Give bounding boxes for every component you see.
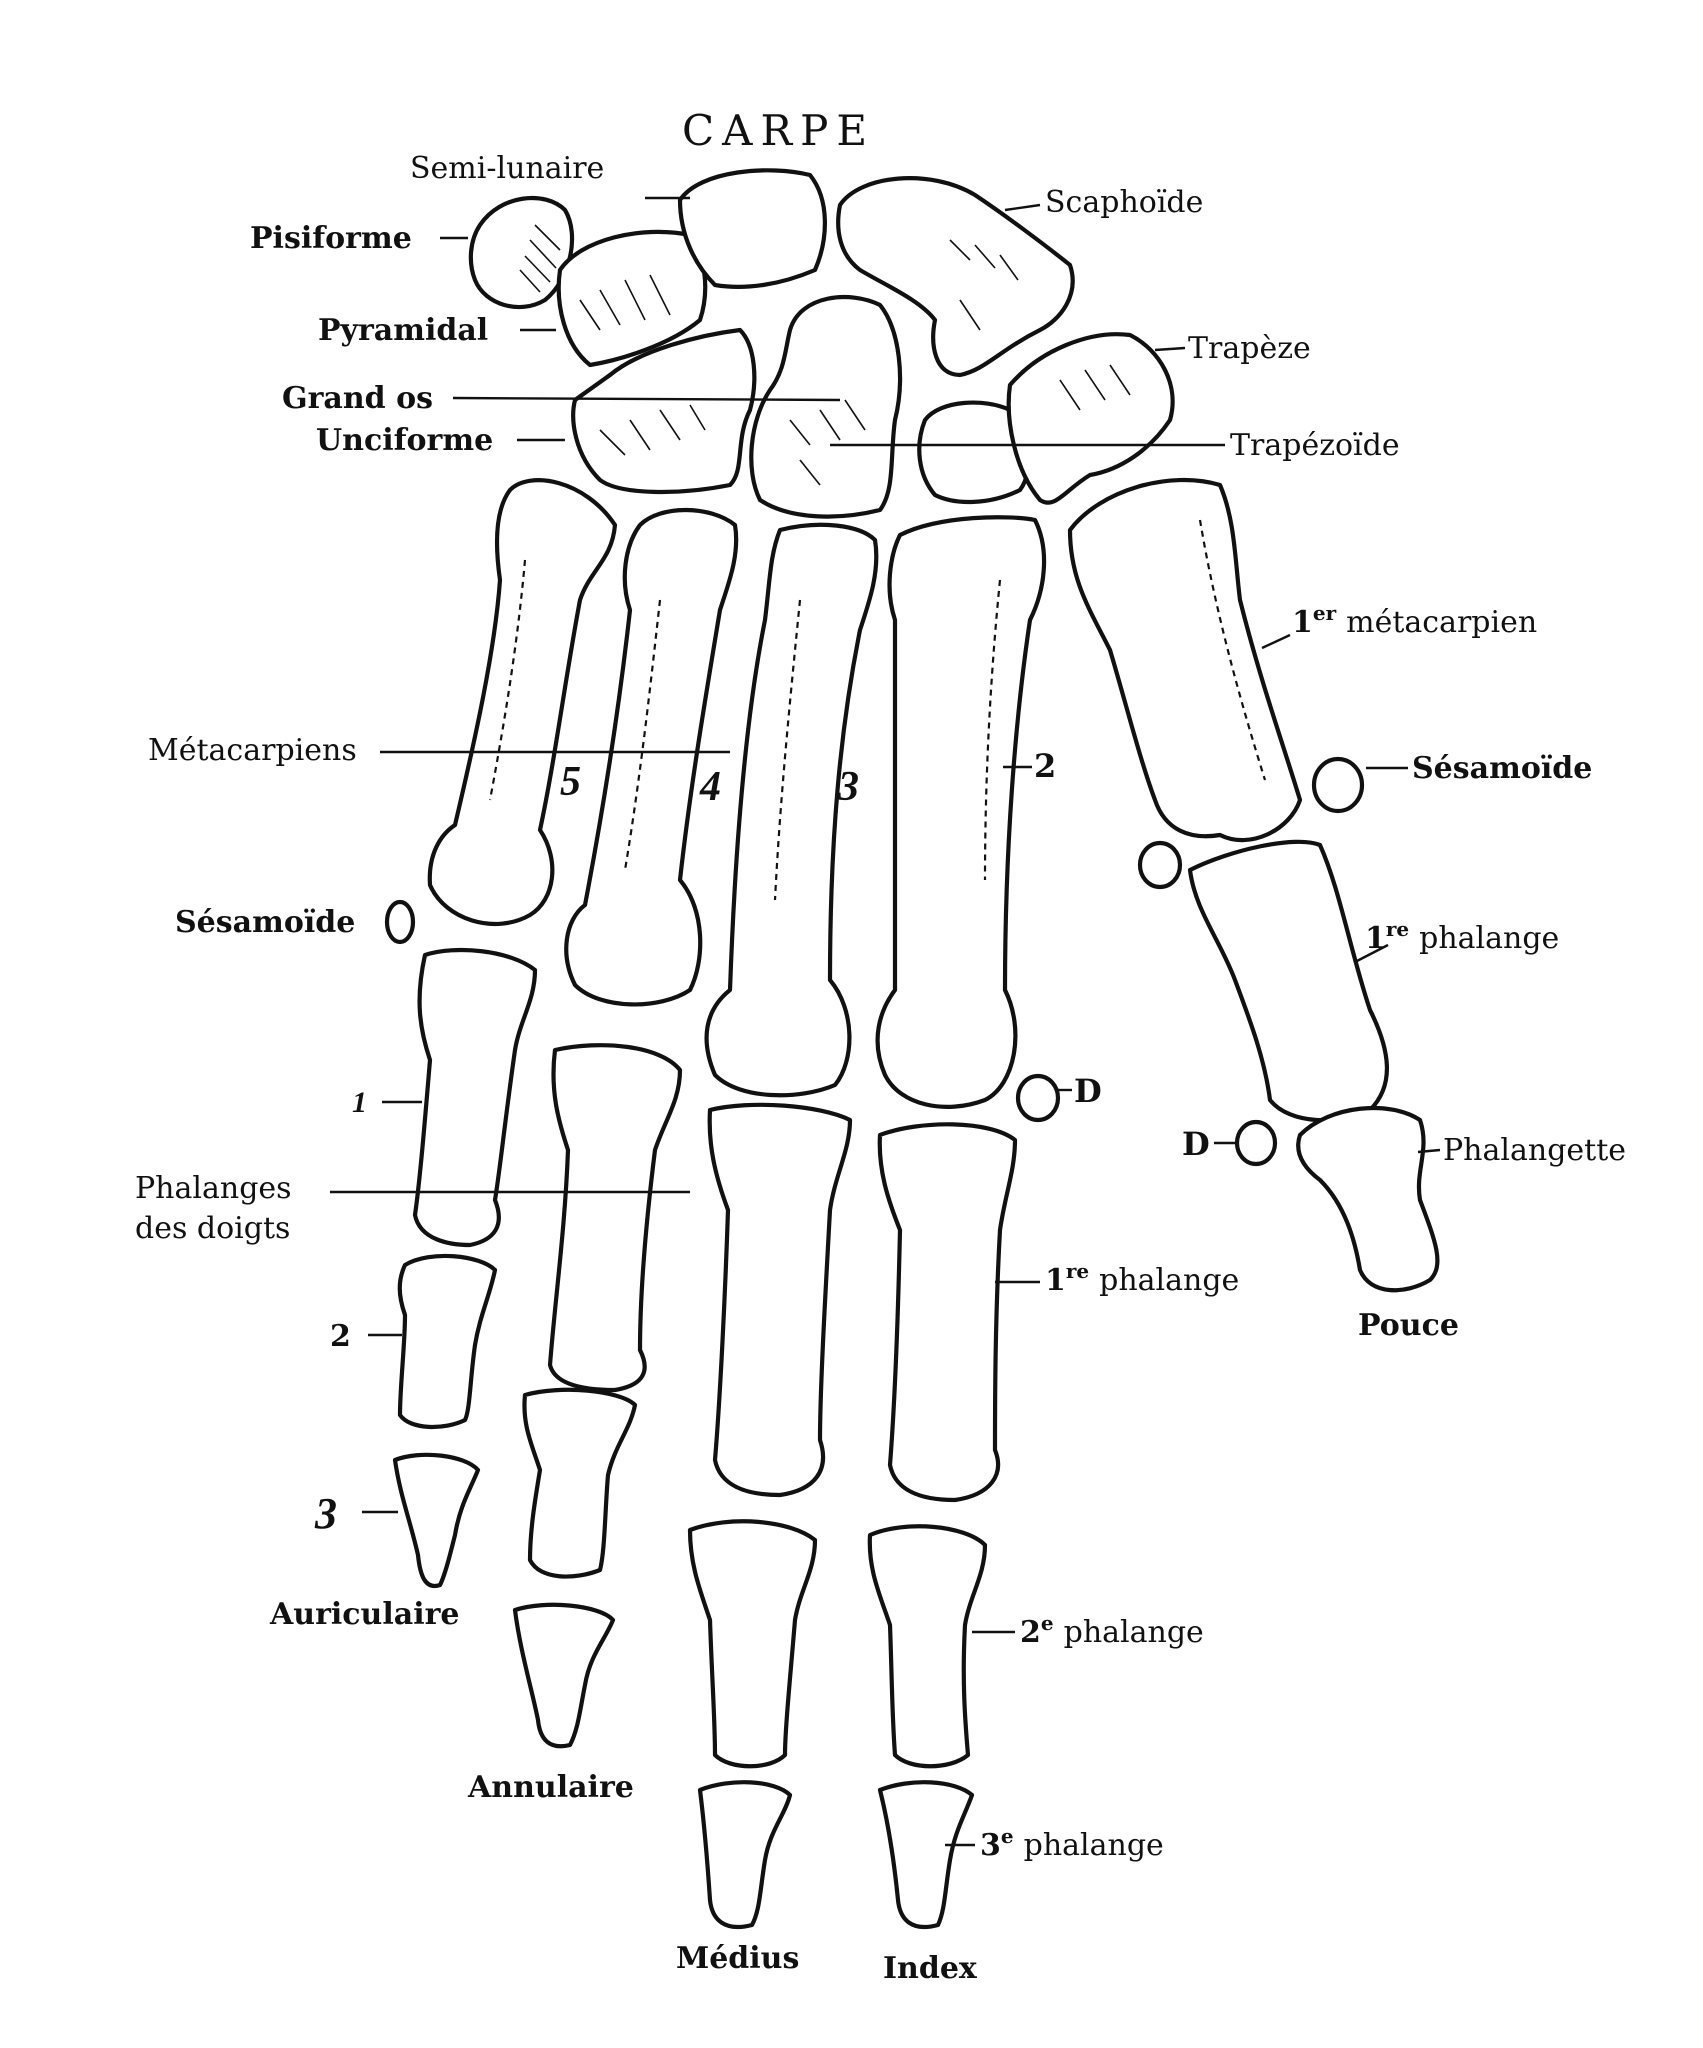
- index-phalanges: [867, 1122, 1018, 1929]
- label-grand-os: Grand os: [282, 381, 433, 416]
- trapeze-bone: [1006, 332, 1175, 505]
- figure-title: CARPE: [682, 106, 875, 155]
- medius-p2-bone: [687, 1519, 818, 1769]
- label-auriculaire: Auriculaire: [269, 1597, 460, 1632]
- metacarpal-2-bone: [875, 515, 1047, 1109]
- trapeze-leader: [1154, 346, 1186, 352]
- metacarpal-bones: [427, 477, 1303, 1109]
- sesamoide-thumb-bone: [1311, 756, 1365, 814]
- pouce-phalangette-bone: [1296, 1105, 1440, 1293]
- medius-p1-bone: [707, 1102, 853, 1498]
- label-metacarpiens: Métacarpiens: [148, 733, 357, 768]
- scaphoide-hatch: [949, 239, 1019, 331]
- index-p2-bone: [867, 1524, 988, 1769]
- thumb-phalanges: [1187, 839, 1440, 1293]
- pisiforme-bone: [468, 195, 575, 310]
- numeral-meta-5: 5: [560, 759, 581, 805]
- metacarpal-5-shade: [488, 559, 527, 801]
- label-pouce: Pouce: [1358, 1308, 1459, 1343]
- sesamoide-little-finger-bone: [384, 899, 416, 945]
- sesamoide-thumb-second-bone: [1137, 840, 1183, 890]
- annulaire-p3-bone: [512, 1602, 616, 1749]
- d-pouce-bone: [1234, 1119, 1278, 1167]
- label-d-index: D: [1074, 1072, 1102, 1110]
- label-phalangette: Phalangette: [1443, 1133, 1626, 1168]
- label-d-pouce: D: [1182, 1125, 1210, 1163]
- metacarpal-1-bone: [1067, 477, 1303, 843]
- metacarpal-3-bone: [704, 522, 879, 1098]
- unciforme-bone: [571, 327, 757, 495]
- label-phalanges-line1: Phalanges: [135, 1171, 292, 1206]
- semi-lunaire-bone: [677, 168, 827, 289]
- pisiforme-hatch: [519, 224, 561, 293]
- bones-group: [384, 168, 1440, 1930]
- medius-phalanges: [687, 1102, 853, 1930]
- numeral-phal-1: 1: [352, 1086, 367, 1119]
- scaphoide-leader: [1004, 203, 1041, 212]
- pyramidal-bone: [556, 229, 708, 368]
- label-index: Index: [883, 1951, 978, 1986]
- label-semi-lunaire: Semi-lunaire: [410, 151, 604, 186]
- label-sesamoide-right: Sésamoïde: [1412, 751, 1592, 786]
- label-pyramidal: Pyramidal: [318, 313, 488, 348]
- grand-os-hatch: [789, 399, 866, 486]
- annulaire-phalanges: [512, 1043, 683, 1749]
- label-sesamoide-left: Sésamoïde: [175, 905, 355, 940]
- metacarpal-4-bone: [564, 508, 739, 1007]
- grand-os-leader: [452, 396, 841, 402]
- pouce-premiere-phalange-bone: [1187, 839, 1390, 1123]
- carpal-bones: [468, 168, 1175, 519]
- trapezoide-bone: [917, 400, 1031, 504]
- index-p3-bone: [877, 1780, 975, 1929]
- label-medius: Médius: [676, 1941, 799, 1976]
- metacarpal-5-bone: [427, 478, 618, 926]
- label-unciforme: Unciforme: [316, 423, 493, 458]
- d-index-bone: [1015, 1073, 1061, 1123]
- auriculaire-p3-bone: [392, 1452, 481, 1589]
- annulaire-p1-bone: [547, 1043, 683, 1393]
- unciforme-hatch: [599, 404, 706, 456]
- numeral-phal-2: 2: [330, 1319, 351, 1354]
- pouce-premiere-phalange-leader: [1354, 943, 1389, 964]
- label-annulaire: Annulaire: [467, 1770, 634, 1805]
- label-trapeze: Trapèze: [1188, 331, 1311, 366]
- index-p1-bone: [877, 1122, 1018, 1503]
- label-trapezoide: Trapézoïde: [1230, 428, 1400, 463]
- numeral-meta-3: 3: [837, 764, 859, 810]
- pyramidal-hatch: [579, 274, 671, 331]
- label-pisiforme: Pisiforme: [250, 221, 412, 256]
- sesamoid-bones: [384, 756, 1365, 1167]
- numeral-meta-2: 2: [1034, 747, 1056, 785]
- labels: CARPE Semi-lunaire Scaphoïde Pisiforme P…: [135, 106, 1626, 1986]
- auriculaire-phalanges: [392, 947, 538, 1589]
- numeral-phal-3: 3: [314, 1489, 337, 1538]
- medius-p3-bone: [697, 1780, 793, 1930]
- auriculaire-p2-bone: [397, 1253, 498, 1430]
- scaphoide-bone: [836, 176, 1075, 378]
- label-phalanges-line2: des doigts: [135, 1211, 290, 1246]
- phalangette-leader: [1417, 1148, 1441, 1154]
- trapeze-hatch: [1059, 364, 1131, 411]
- auriculaire-p1-bone: [412, 947, 538, 1248]
- annulaire-p2-bone: [522, 1387, 638, 1579]
- metacarpal-1-shade: [1198, 519, 1267, 781]
- grand-os-bone: [749, 294, 903, 519]
- metacarpal-4-shade: [623, 599, 662, 871]
- label-scaphoide: Scaphoïde: [1045, 185, 1203, 220]
- leader-lines: [330, 196, 1441, 1847]
- numeral-meta-4: 4: [699, 764, 721, 810]
- premier-metacarpien-leader: [1261, 633, 1291, 650]
